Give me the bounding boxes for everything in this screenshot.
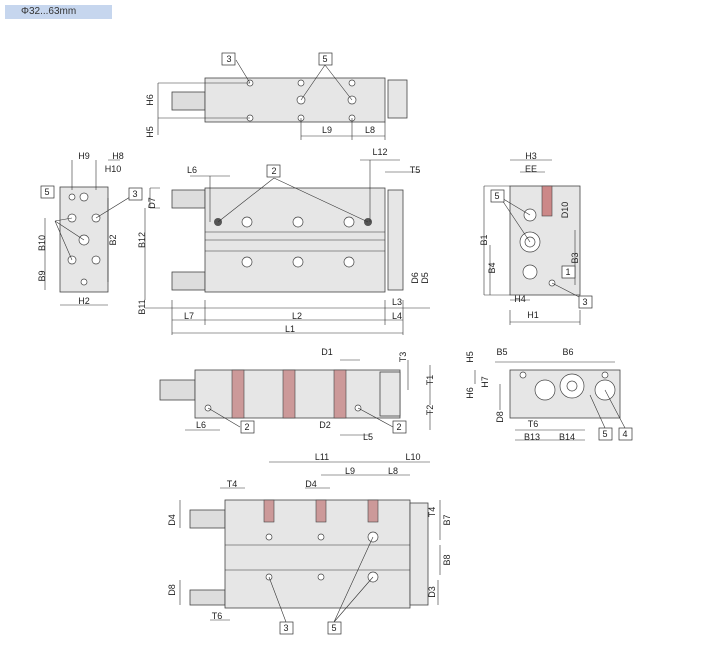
dim-label: D3 bbox=[427, 586, 437, 598]
dim-label: H6 bbox=[145, 94, 155, 106]
dim-label: B3 bbox=[570, 252, 580, 263]
dim-label: L1 bbox=[285, 324, 295, 334]
dim-label: H7 bbox=[480, 376, 490, 388]
dim-label: D10 bbox=[560, 202, 570, 219]
dim-label: B7 bbox=[442, 514, 452, 525]
dim-label: H6 bbox=[465, 387, 475, 399]
front-view: 2 L6 L12 T5 D7 B12 B11 D6 D5 L3 L4 L7 L2… bbox=[137, 147, 430, 335]
callout-2: 2 bbox=[271, 166, 276, 176]
dim-label: B8 bbox=[442, 554, 452, 565]
dim-label: B1 bbox=[479, 234, 489, 245]
dim-label: T4 bbox=[227, 479, 238, 489]
callout-3: 3 bbox=[132, 189, 137, 199]
callout-2: 2 bbox=[244, 422, 249, 432]
callout-4: 4 bbox=[622, 429, 627, 439]
dim-label: D8 bbox=[167, 584, 177, 596]
dim-label: B14 bbox=[559, 432, 575, 442]
callout-5: 5 bbox=[322, 54, 327, 64]
bottom-view: 3 5 L11 L10 L9 L8 T4 D4 D4 T4 B7 B8 D8 D… bbox=[167, 452, 452, 635]
callout-5: 5 bbox=[494, 191, 499, 201]
callout-2: 2 bbox=[396, 422, 401, 432]
dim-label: T2 bbox=[425, 405, 435, 416]
dim-label: H2 bbox=[78, 296, 90, 306]
dim-label: D2 bbox=[319, 420, 331, 430]
callout-3: 3 bbox=[226, 54, 231, 64]
dim-label: B6 bbox=[562, 347, 573, 357]
dim-label: B13 bbox=[524, 432, 540, 442]
dim-label: B4 bbox=[487, 262, 497, 273]
dim-label: T4 bbox=[427, 507, 437, 518]
dim-label: T6 bbox=[212, 611, 223, 621]
dim-label: H9 bbox=[78, 151, 90, 161]
dim-label: L9 bbox=[322, 125, 332, 135]
size-range-label: Φ32...63mm bbox=[5, 5, 112, 19]
dim-label: B2 bbox=[108, 234, 118, 245]
dim-label: T1 bbox=[425, 375, 435, 386]
dim-label: L6 bbox=[196, 420, 206, 430]
dim-label: H8 bbox=[112, 151, 124, 161]
left-end-view: 5 3 H9 H8 H10 B10 B2 B9 H2 bbox=[37, 151, 143, 306]
dim-label: L10 bbox=[405, 452, 420, 462]
dim-label: D7 bbox=[147, 197, 157, 209]
dim-label: L12 bbox=[372, 147, 387, 157]
callout-1: 1 bbox=[565, 267, 570, 277]
dim-label: D4 bbox=[167, 514, 177, 526]
dim-label: D6 bbox=[410, 272, 420, 284]
callout-5: 5 bbox=[602, 429, 607, 439]
callout-5: 5 bbox=[331, 623, 336, 633]
dim-label: L11 bbox=[315, 452, 329, 462]
dim-label: H4 bbox=[514, 294, 526, 304]
dim-label: L4 bbox=[392, 311, 402, 321]
callout-5: 5 bbox=[44, 187, 49, 197]
dim-label: L9 bbox=[345, 466, 355, 476]
end-view-2: 5 4 H5 B5 B6 H7 H6 D8 T6 B13 B14 bbox=[465, 347, 633, 442]
dim-label: L6 bbox=[187, 165, 197, 175]
dim-label: EE bbox=[525, 164, 537, 174]
top-view: 3 5 H6 H5 L9 L8 bbox=[145, 52, 408, 140]
dim-label: B10 bbox=[37, 235, 47, 251]
dim-label: T6 bbox=[528, 419, 539, 429]
dim-label: H5 bbox=[465, 351, 475, 363]
right-end-view: 5 1 3 H3 EE D10 B1 B3 B4 H4 H1 bbox=[479, 151, 593, 325]
dim-label: T3 bbox=[398, 352, 408, 363]
dim-label: D1 bbox=[321, 347, 333, 357]
dim-label: L2 bbox=[292, 311, 302, 321]
dim-label: D8 bbox=[495, 411, 505, 423]
dim-label: D4 bbox=[305, 479, 317, 489]
callout-3: 3 bbox=[283, 623, 288, 633]
dim-label: B12 bbox=[137, 232, 147, 248]
dim-label: D5 bbox=[420, 272, 430, 284]
section-view: 2 2 D1 T3 T1 L6 D2 T2 L5 bbox=[159, 347, 435, 442]
dim-label: L3 bbox=[392, 297, 402, 307]
dim-label: L5 bbox=[363, 432, 373, 442]
dim-label: T5 bbox=[410, 165, 421, 175]
dim-label: L8 bbox=[388, 466, 398, 476]
dim-label: H5 bbox=[145, 126, 155, 138]
dim-label: H3 bbox=[525, 151, 537, 161]
dim-label: B9 bbox=[37, 270, 47, 281]
dim-label: B11 bbox=[137, 299, 147, 314]
dim-label: L7 bbox=[184, 311, 194, 321]
dim-label: L8 bbox=[365, 125, 375, 135]
callout-3: 3 bbox=[582, 297, 587, 307]
dim-label: B5 bbox=[496, 347, 507, 357]
dim-label: H1 bbox=[527, 310, 539, 320]
dim-label: H10 bbox=[105, 164, 122, 174]
